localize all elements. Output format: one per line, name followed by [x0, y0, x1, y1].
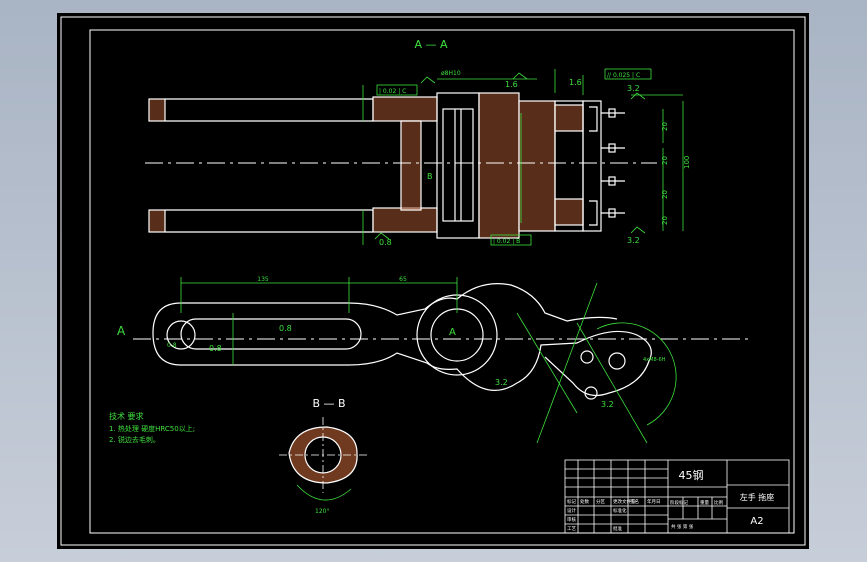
title-block-header-cell: 年月日	[647, 498, 661, 505]
dimension-lines-aa	[362, 68, 684, 246]
dim-rough-1-6: 1.6	[505, 80, 518, 89]
section-aa-title: A — A	[414, 38, 448, 51]
title-block-cell: 设计	[567, 507, 576, 514]
title-block-header-cell: 分区	[596, 498, 605, 505]
dim-rough-3-2-b: 3.2	[627, 236, 640, 245]
dim-pitch-20-a: 20	[661, 122, 669, 131]
title-block-header-cell: 处数	[580, 498, 589, 505]
title-block-header-row: 标记 处数 分区 更改文件号 签名 年月日	[567, 498, 661, 505]
dim-hole-label: 4xM8-6H	[643, 357, 666, 363]
front-view-dimension-lines	[180, 277, 677, 444]
title-block-header-cell: 标记	[567, 498, 576, 505]
dim-rough-0-8-front-c: 0.8	[167, 342, 177, 349]
title-block	[564, 459, 790, 534]
dim-pitch-20-d: 20	[661, 216, 669, 225]
section-aa-outline	[148, 92, 625, 239]
tech-notes-line-2: 2. 锐边去毛刺。	[109, 435, 160, 444]
dim-pitch-20-c: 20	[661, 190, 669, 199]
dim-rough-3-2-front-a: 3.2	[495, 378, 508, 387]
dim-pitch-20-b: 20	[661, 156, 669, 165]
dim-rough-0-8-front-a: 0.8	[209, 344, 222, 353]
title-block-cell: 标准化	[613, 507, 627, 514]
dim-rough-1-6-b: 1.6	[569, 78, 582, 87]
tolerance-frame-2: | 0.02 | B	[493, 238, 520, 245]
tech-notes-title: 技术 要求	[109, 411, 144, 421]
title-block-row-2: 设计 标准化 阶段标记 重量 比例	[567, 499, 723, 514]
inner-frame	[89, 29, 795, 534]
dim-rough-0-8-aa: 0.8	[379, 238, 392, 247]
title-block-sheet-size: A2	[750, 516, 763, 527]
front-view-outline	[152, 283, 652, 400]
title-block-part-name: 左手 拖座	[740, 492, 775, 502]
outer-frame	[60, 16, 806, 546]
title-block-header-cell: 签名	[630, 498, 639, 505]
title-block-cell: 审核	[567, 516, 576, 523]
title-block-row-3: 审核	[567, 516, 576, 523]
tech-notes-line-1: 1. 热处理 硬度HRC50以上;	[109, 424, 195, 433]
title-block-cell: 阶段标记	[670, 499, 688, 506]
view-marker-a-left: A	[117, 324, 126, 338]
dim-rough-3-2-front-b: 3.2	[601, 400, 614, 409]
cad-drawing-canvas: A — A	[57, 13, 809, 549]
title-block-material: 45钢	[679, 469, 704, 482]
title-block-cell: 比例	[714, 499, 723, 506]
tolerance-frame-3: // 0.025 | C	[607, 72, 640, 79]
dim-length-65: 65	[399, 276, 407, 283]
title-block-header-cell: 更改文件号	[613, 498, 636, 505]
title-block-row-4: 工艺 批准 共 张 第 张	[567, 523, 694, 532]
cad-drawing: A — A	[60, 16, 806, 546]
dim-dia-label: ø8H10	[441, 70, 461, 77]
title-block-cell: 共 张 第 张	[671, 523, 694, 530]
tolerance-frame-1: | 0.02 | C	[379, 88, 406, 95]
view-marker-a-right: A	[449, 327, 456, 338]
title-block-cell: 批准	[613, 525, 622, 532]
dim-angle-120: 120°	[315, 508, 329, 515]
view-marker-b: B	[427, 172, 433, 181]
section-bb-drawing	[279, 417, 369, 501]
dim-rough-3-2-a: 3.2	[627, 84, 640, 93]
dim-height-100: 100	[683, 156, 691, 169]
section-bb-title: B — B	[312, 397, 345, 410]
title-block-cell: 工艺	[567, 526, 576, 532]
dim-length-135: 135	[257, 276, 269, 283]
title-block-cell: 重量	[700, 499, 709, 506]
dim-rough-0-8-front-b: 0.8	[279, 324, 292, 333]
